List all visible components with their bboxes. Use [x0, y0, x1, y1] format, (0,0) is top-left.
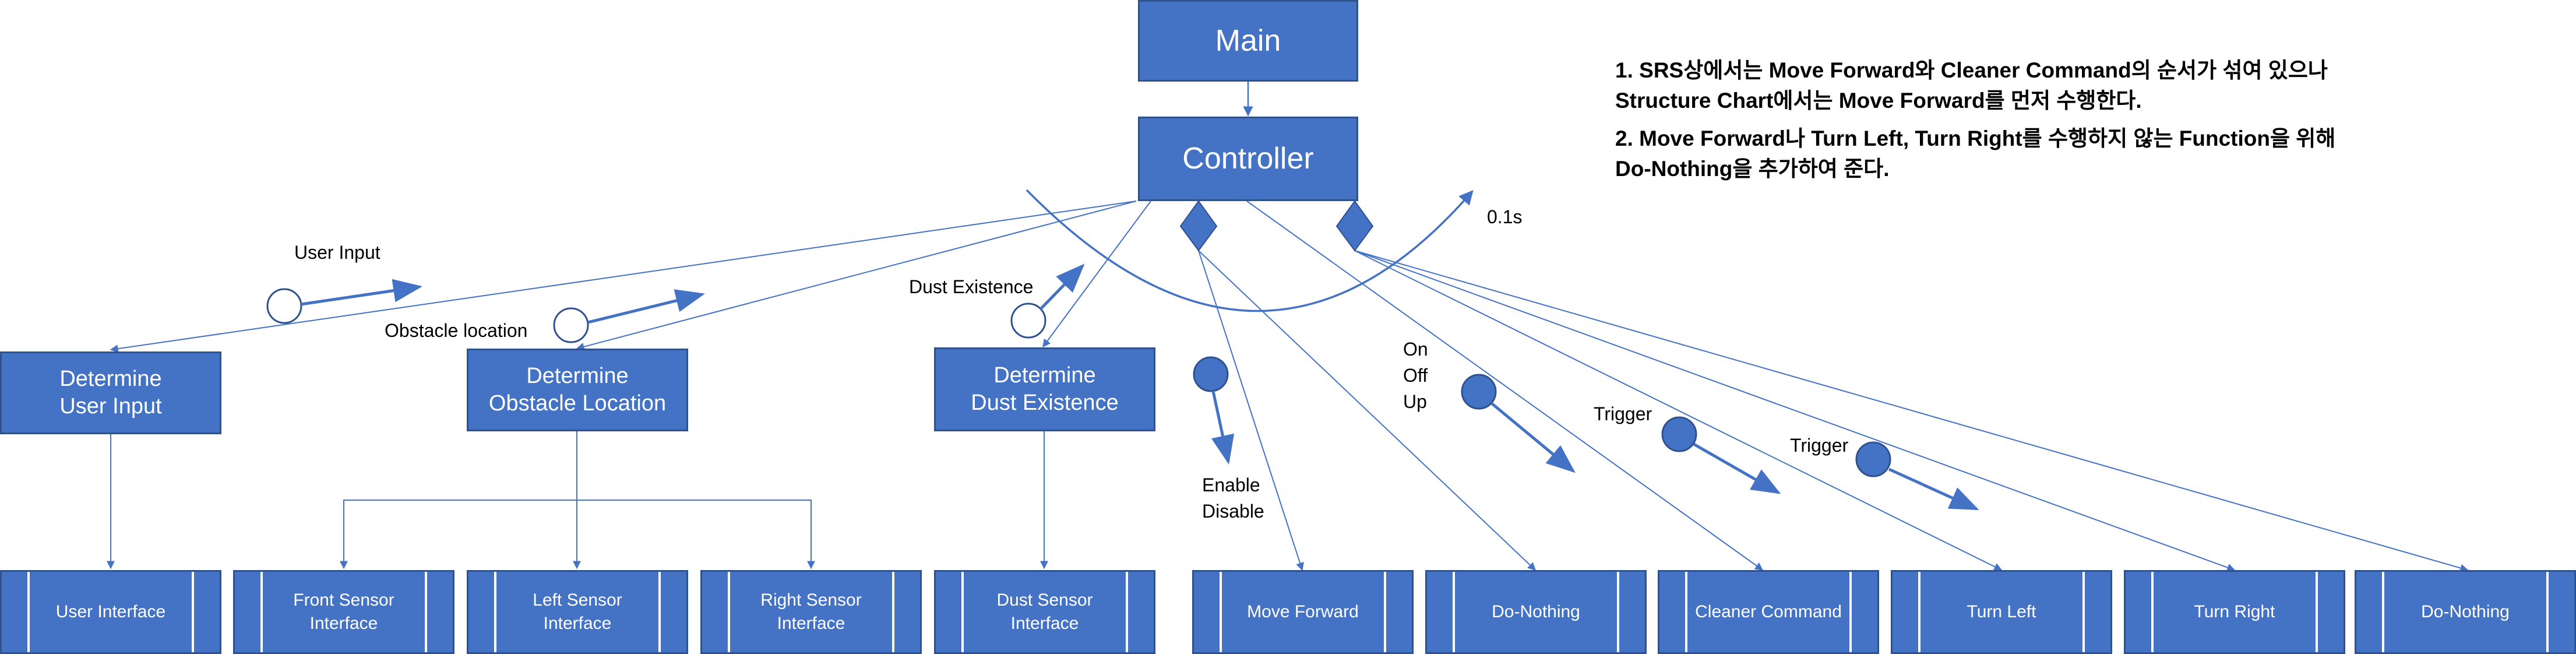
module-determine-obstacle-location[interactable]: Determine Obstacle Location — [467, 349, 688, 431]
data-couple-dust-icon — [1010, 303, 1046, 339]
module-controller[interactable]: Controller — [1138, 117, 1358, 201]
data-couple-dust-arrow — [1039, 263, 1085, 310]
module-right-sensor-interface[interactable]: Right Sensor Interface — [700, 570, 922, 654]
data-couple-obstacle-icon — [553, 307, 589, 343]
module-left-sensor-interface[interactable]: Left Sensor Interface — [467, 570, 688, 654]
control-flag-trigger-1-arrow — [1693, 442, 1781, 494]
label-trigger-2: Trigger — [1790, 435, 1849, 456]
module-do-nothing-2[interactable]: Do-Nothing — [2355, 570, 2576, 654]
label-on-off-up: On Off Up — [1403, 339, 1428, 412]
data-couple-user-input-icon — [266, 288, 302, 324]
module-move-forward[interactable]: Move Forward — [1192, 570, 1414, 654]
module-do-nothing-1[interactable]: Do-Nothing — [1425, 570, 1647, 654]
control-flag-enable-icon — [1193, 356, 1229, 392]
module-determine-user-input[interactable]: Determine User Input — [0, 351, 221, 434]
module-turn-left[interactable]: Turn Left — [1891, 570, 2112, 654]
label-loop-period: 0.1s — [1487, 206, 1523, 227]
module-user-interface[interactable]: User Interface — [0, 570, 221, 654]
decision-diamond-left — [1179, 200, 1218, 252]
module-determine-dust-existence[interactable]: Determine Dust Existence — [934, 347, 1155, 431]
control-flag-trigger-2-icon — [1855, 441, 1891, 477]
connector-controller-cleaner — [1246, 201, 1764, 571]
module-dust-sensor-interface[interactable]: Dust Sensor Interface — [934, 570, 1155, 654]
connector-controller-user-input — [110, 201, 1137, 353]
label-trigger-1: Trigger — [1594, 403, 1652, 424]
connector-controller-move-forward — [1198, 250, 1304, 571]
connector-controller-turn-left — [1354, 250, 2003, 571]
module-cleaner-command[interactable]: Cleaner Command — [1658, 570, 1879, 654]
control-flag-onoff-arrow — [1490, 402, 1576, 473]
control-flag-enable-arrow — [1211, 391, 1235, 465]
decision-diamond-right — [1335, 200, 1374, 252]
module-main[interactable]: Main — [1138, 0, 1358, 82]
module-front-sensor-interface[interactable]: Front Sensor Interface — [233, 570, 454, 654]
label-obstacle-location: Obstacle location — [385, 320, 528, 341]
control-flag-trigger-2-arrow — [1888, 467, 1979, 511]
connector-controller-dust — [1042, 201, 1151, 348]
module-turn-right[interactable]: Turn Right — [2124, 570, 2345, 654]
connector-controller-do-nothing-2 — [1354, 250, 2469, 572]
connector-controller-do-nothing-1 — [1198, 250, 1537, 571]
label-dust-existence: Dust Existence — [909, 276, 1034, 297]
control-flag-trigger-1-icon — [1661, 416, 1697, 452]
loop-arc — [1026, 189, 1474, 312]
connector-controller-turn-right — [1354, 250, 2236, 572]
data-couple-user-input-arrow — [301, 279, 422, 306]
note-1: 1. SRS상에서는 Move Forward와 Cleaner Command… — [1615, 58, 2328, 112]
connector-controller-obstacle — [576, 201, 1137, 351]
note-2: 2. Move Forward나 Turn Left, Turn Right를 … — [1615, 126, 2336, 181]
data-couple-obstacle-arrow — [587, 289, 705, 324]
label-user-input: User Input — [294, 242, 380, 263]
label-enable-disable: Enable Disable — [1202, 474, 1264, 522]
control-flag-onoff-icon — [1461, 374, 1497, 410]
